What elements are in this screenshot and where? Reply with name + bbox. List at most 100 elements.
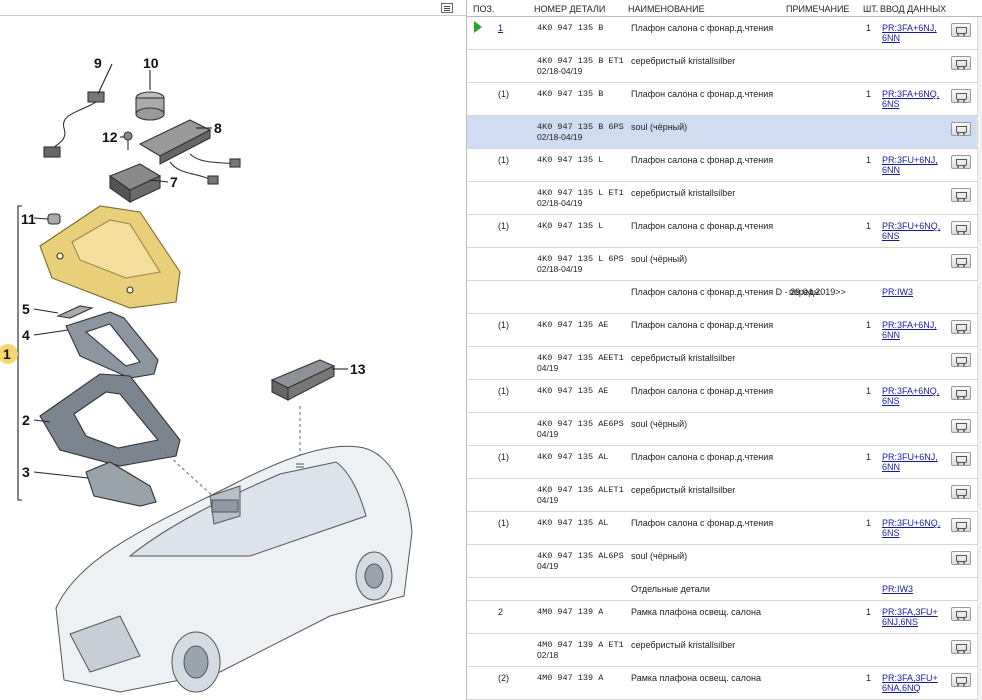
callout-1[interactable]: 1 (3, 346, 11, 362)
part-qty: 1 (866, 518, 872, 528)
cart-icon[interactable] (951, 89, 971, 103)
cart-icon[interactable] (951, 640, 971, 654)
header-name[interactable]: НАИМЕНОВАНИЕ (628, 4, 705, 14)
part-input-link[interactable]: PR:3FU+6NQ, 6NS (882, 518, 941, 538)
part-input-link[interactable]: PR:3FA+6NJ, 6NN (882, 320, 937, 340)
part-name: soul (чёрный) (631, 419, 688, 429)
part-date-range: 02/18-04/19 (537, 198, 583, 208)
header-number[interactable]: НОМЕР ДЕТАЛИ (534, 4, 606, 14)
cart-icon[interactable] (951, 155, 971, 169)
part-qty: 1 (866, 155, 872, 165)
part-qty: 1 (866, 452, 872, 462)
part-input-link[interactable]: PR:3FA,3FU+ 6NJ,6NS (882, 607, 938, 627)
header-input[interactable]: ВВОД ДАННЫХ (880, 4, 947, 14)
callout-3[interactable]: 3 (22, 464, 30, 480)
cart-icon[interactable] (951, 56, 971, 70)
diagram-drawing: 9 10 8 12 7 11 1 5 4 2 13 3 (0, 55, 413, 693)
part-qty: 1 (866, 386, 872, 396)
part-number: 4K0 947 135 AL (537, 452, 609, 462)
cart-icon[interactable] (951, 221, 971, 235)
car-illustration (55, 445, 413, 693)
callout-13[interactable]: 13 (350, 361, 366, 377)
callout-2[interactable]: 2 (22, 412, 30, 428)
callout-9[interactable]: 9 (94, 55, 102, 71)
part-input-link[interactable]: PR:3FA,3FU+ 6NA,6NQ (882, 673, 938, 693)
cart-icon[interactable] (951, 485, 971, 499)
callout-10[interactable]: 10 (143, 55, 159, 71)
part-name: Плафон салона с фонар.д.чтения (631, 320, 774, 330)
part-input-link[interactable]: PR:IW3 (882, 584, 914, 594)
cart-icon[interactable] (951, 23, 971, 37)
callout-7[interactable]: 7 (170, 174, 178, 190)
callout-11[interactable]: 11 (21, 211, 36, 227)
cart-icon[interactable] (951, 122, 971, 136)
row-position[interactable]: 1 (498, 23, 504, 33)
list-view-icon[interactable] (441, 3, 453, 13)
cart-icon[interactable] (951, 419, 971, 433)
part-name: Плафон салона с фонар.д.чтения (631, 89, 774, 99)
cart-icon[interactable] (951, 386, 971, 400)
part-10-knob (135, 91, 165, 121)
header-note[interactable]: ПРИМЕЧАНИЕ (786, 4, 850, 14)
part-input-link[interactable]: PR:3FU+6NJ, 6NN (882, 155, 938, 175)
cart-icon[interactable] (951, 452, 971, 466)
part-2-frame (39, 373, 181, 467)
parts-diagram[interactable]: 9 10 8 12 7 11 1 5 4 2 13 3 (0, 0, 466, 700)
table-row[interactable]: Плафон салона с фонар.д.чтения D - 29.04… (467, 281, 977, 314)
part-number: 4K0 947 135 L (537, 155, 604, 165)
part-3-cover (85, 461, 157, 507)
cart-icon[interactable] (951, 254, 971, 268)
part-name: серебристый kristallsilber (631, 56, 736, 66)
part-input-link[interactable]: PR:3FA+6NQ, 6NS (882, 386, 940, 406)
cart-icon[interactable] (951, 188, 971, 202)
cart-icon[interactable] (951, 673, 971, 687)
callout-12[interactable]: 12 (102, 129, 118, 145)
part-number: 4K0 947 135 AE (537, 386, 609, 396)
part-input-link[interactable]: PR:3FA+6NQ, 6NS (882, 89, 940, 109)
callout-4[interactable]: 4 (22, 327, 30, 343)
table-header: ПОЗ. НОМЕР ДЕТАЛИ НАИМЕНОВАНИЕ ПРИМЕЧАНИ… (467, 0, 982, 17)
part-name: серебристый kristallsilber (631, 353, 736, 363)
part-name: soul (чёрный) (631, 122, 688, 132)
callout-8[interactable]: 8 (214, 120, 222, 136)
cart-icon[interactable] (951, 551, 971, 565)
part-input-link[interactable]: PR:3FU+6NQ, 6NS (882, 221, 941, 241)
cart-icon[interactable] (951, 353, 971, 367)
scrollbar[interactable] (977, 17, 982, 700)
header-pos[interactable]: ПОЗ. (473, 4, 495, 14)
part-input-link[interactable]: PR:IW3 (882, 287, 914, 297)
part-name: Плафон салона с фонар.д.чтения D - 29.04… (631, 287, 846, 297)
part-input-link[interactable]: PR:3FU+6NJ, 6NN (882, 452, 938, 472)
cart-icon[interactable] (951, 320, 971, 334)
part-date-range: 04/19 (537, 495, 559, 505)
cart-icon[interactable] (951, 607, 971, 621)
header-qty[interactable]: ШТ. (863, 4, 879, 14)
part-input-link[interactable]: PR:3FA+6NJ, 6NN (882, 23, 937, 43)
callout-5[interactable]: 5 (22, 301, 30, 317)
part-13-rear-lamp (270, 359, 336, 401)
cart-icon[interactable] (951, 518, 971, 532)
